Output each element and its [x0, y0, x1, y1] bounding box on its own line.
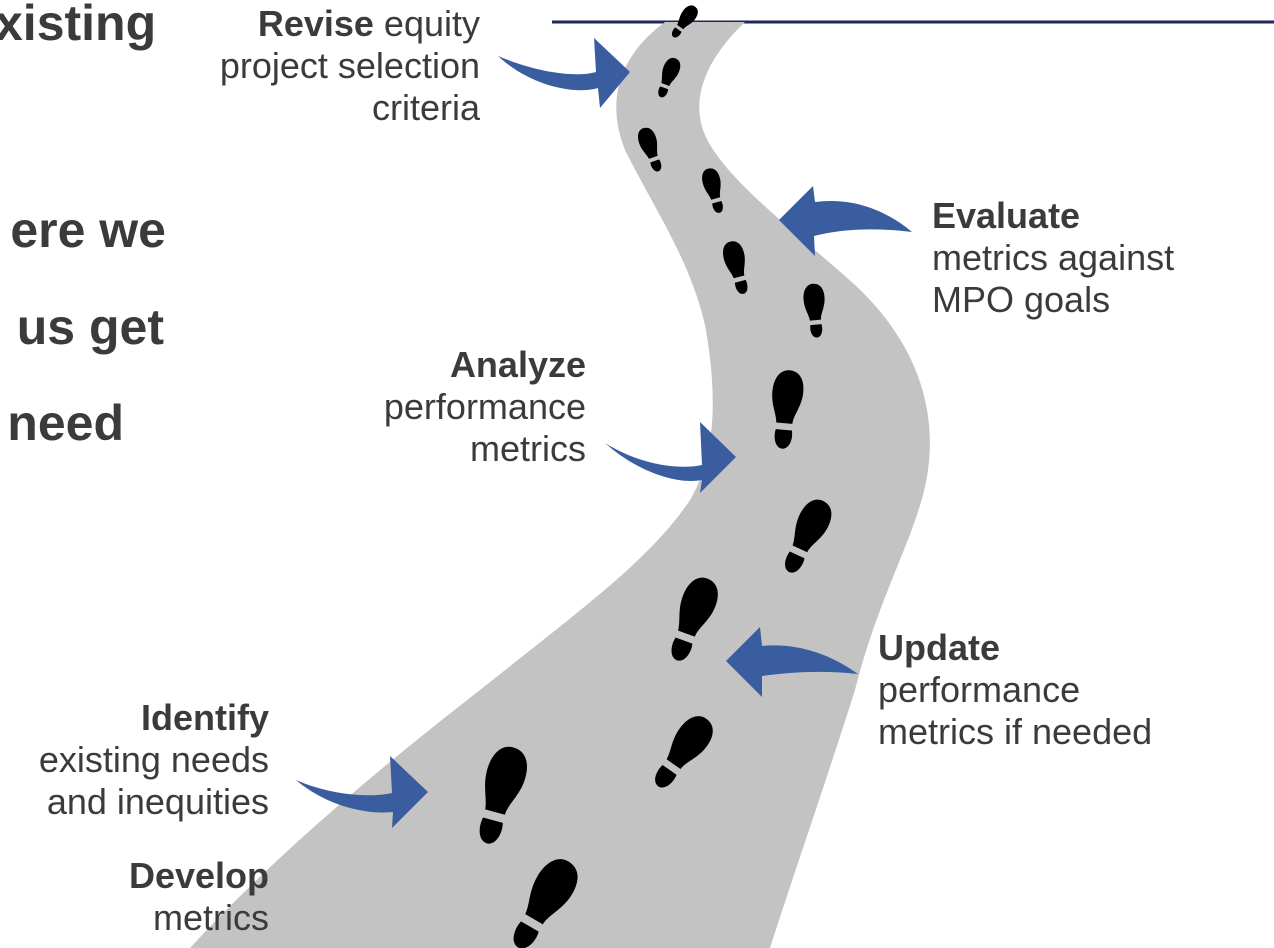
background-heading-line: ere we — [10, 202, 166, 258]
footprint-icon — [671, 5, 698, 38]
step-text: metrics — [153, 897, 269, 938]
footprint-icon — [479, 746, 527, 844]
road — [190, 22, 930, 948]
step-text: existing needs — [38, 739, 269, 780]
step-text: project selection — [219, 45, 480, 86]
step-title: Develop — [128, 855, 269, 896]
step-title: Analyze — [449, 344, 586, 385]
step-evaluate: Evaluate metrics against MPO goals — [932, 195, 1174, 321]
step-text: metrics if needed — [878, 711, 1153, 752]
step-develop: Develop metrics — [129, 855, 269, 939]
footprint-icon — [785, 499, 832, 573]
footprint-icon — [772, 370, 804, 449]
step-text: MPO goals — [932, 279, 1111, 320]
step-title: Identify — [140, 697, 269, 738]
arrow-icon-update — [726, 627, 858, 697]
step-title: Revise — [257, 3, 374, 44]
step-identify: Identify existing needs and inequities — [39, 697, 269, 823]
step-text: and inequities — [46, 781, 269, 822]
step-text: performance — [878, 669, 1081, 710]
step-text: criteria — [371, 87, 480, 128]
arrow-icon-identify — [296, 756, 428, 828]
footprint-icon — [803, 283, 825, 338]
step-update: Update performance metrics if needed — [878, 627, 1152, 753]
step-revise: Revise equity project selection criteria — [220, 3, 480, 129]
footprint-icon — [658, 57, 681, 98]
background-heading-line: us get — [16, 299, 164, 355]
footprints — [479, 5, 832, 948]
footprint-icon — [702, 168, 723, 213]
background-heading-line: need — [7, 395, 124, 451]
step-text: equity — [373, 3, 480, 44]
footprint-icon — [671, 577, 718, 661]
footprint-icon — [513, 859, 578, 948]
step-title: Update — [878, 627, 1001, 668]
step-text: metrics against — [932, 237, 1175, 278]
step-title: Evaluate — [932, 195, 1081, 236]
arrow-icon-evaluate — [779, 186, 912, 256]
arrow-icon-analyze — [605, 422, 736, 493]
background-heading-line: xisting — [0, 0, 157, 51]
footprint-icon — [638, 127, 662, 172]
step-analyze: Analyze performance metrics — [384, 344, 586, 470]
arrow-icon-revise — [498, 38, 630, 108]
step-text: metrics — [470, 428, 586, 469]
footprint-icon — [655, 716, 713, 788]
footprint-icon — [722, 241, 748, 294]
step-text: performance — [383, 386, 586, 427]
